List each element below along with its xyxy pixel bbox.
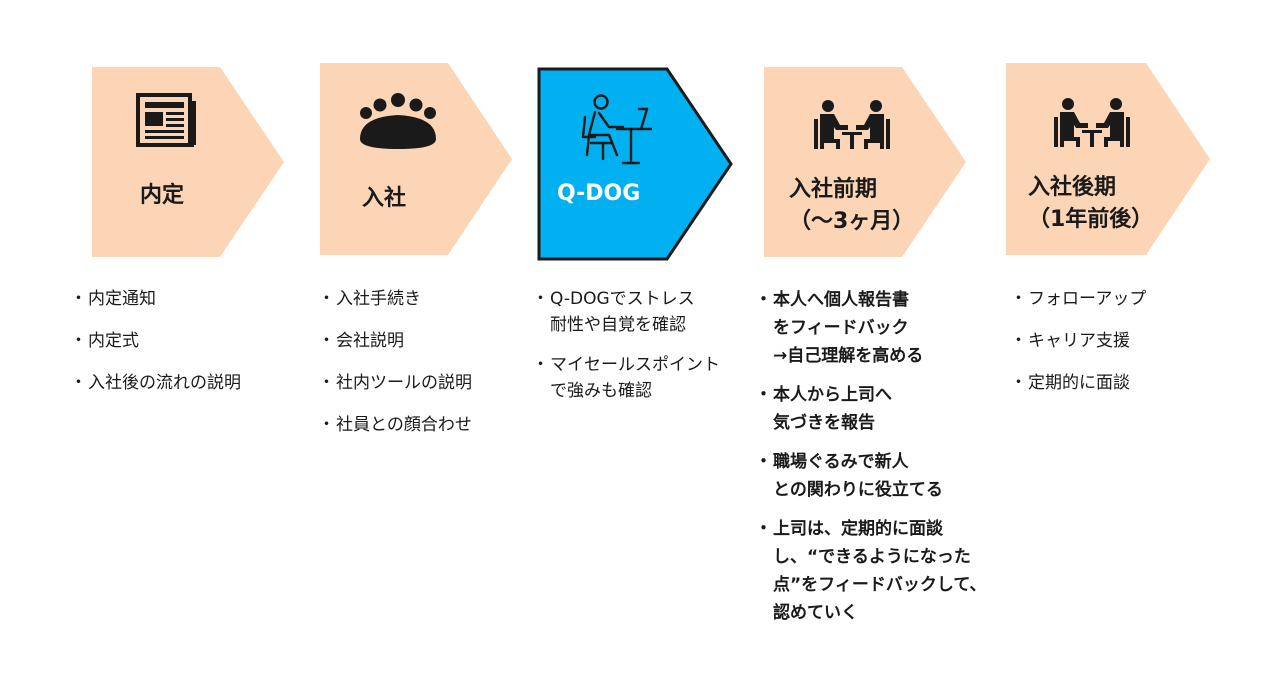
list-item: Q-DOGでストレス 耐性や自覚を確認 [532, 286, 720, 338]
list-item: 内定通知 [70, 286, 241, 312]
list-item: 定期的に面談 [1010, 370, 1146, 396]
list-item: マイセールスポイント で強みも確認 [532, 352, 720, 404]
list-item: 上司は、定期的に面談 し、“できるようになった 点”をフィードバックして、 認め… [755, 515, 986, 627]
list-item: 社員との顔合わせ [318, 412, 472, 438]
list-item: 入社手続き [318, 286, 472, 312]
stage-bullets: 内定通知 内定式 入社後の流れの説明 [70, 286, 241, 412]
list-item: 入社後の流れの説明 [70, 370, 241, 396]
stage-bullets: Q-DOGでストレス 耐性や自覚を確認 マイセールスポイント で強みも確認 [532, 286, 720, 418]
list-item: キャリア支援 [1010, 328, 1146, 354]
list-item: 本人へ個人報告書 をフィードバック →自己理解を高める [755, 286, 986, 370]
list-item: 内定式 [70, 328, 241, 354]
stage-nyusha: 入社 [320, 63, 515, 255]
list-item: 職場ぐるみで新人 との関わりに役立てる [755, 448, 986, 504]
list-item: 会社説明 [318, 328, 472, 354]
stage-chevron [764, 67, 966, 257]
stage-title: 内定 [140, 183, 185, 208]
newspaper-icon [136, 93, 196, 147]
group-meeting-icon [360, 93, 436, 149]
face-to-face-desk-icon [1054, 98, 1130, 147]
list-item: フォローアップ [1010, 286, 1146, 312]
stage-early-period: 入社前期 （～3ヶ月） [764, 67, 969, 257]
stage-late-period: 入社後期 （1年前後） [1006, 63, 1213, 255]
stage-title: 入社後期 （1年前後） [1028, 175, 1154, 232]
stage-naitei: 内定 [92, 67, 287, 257]
list-item: 社内ツールの説明 [318, 370, 472, 396]
stage-bullets: 本人へ個人報告書 をフィードバック →自己理解を高める 本人から上司へ 気づきを… [755, 286, 986, 638]
stage-title: 入社 [362, 186, 407, 211]
stage-chevron [1006, 63, 1210, 255]
face-to-face-desk-icon [814, 100, 890, 149]
stage-bullets: フォローアップ キャリア支援 定期的に面談 [1010, 286, 1146, 412]
stage-bullets: 入社手続き 会社説明 社内ツールの説明 社員との顔合わせ [318, 286, 472, 454]
stage-qdog: Q-DOG [537, 67, 737, 261]
list-item: 本人から上司へ 気づきを報告 [755, 381, 986, 437]
stage-title: 入社前期 （～3ヶ月） [789, 177, 915, 234]
stage-title: Q-DOG [557, 181, 641, 206]
person-at-laptop-icon [581, 94, 653, 165]
